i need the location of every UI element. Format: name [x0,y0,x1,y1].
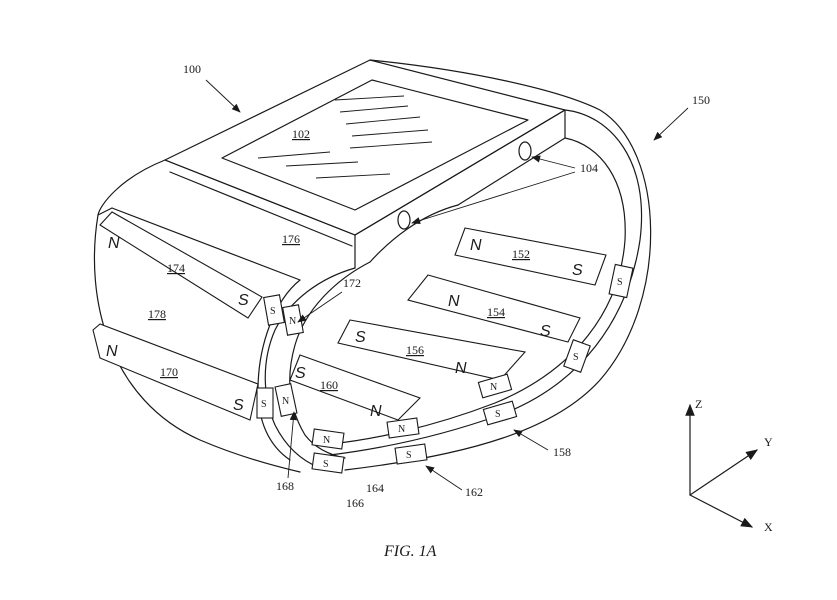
ref-152: 152 [512,247,530,261]
button-icon [518,141,532,161]
button-icon [397,210,411,230]
svg-text:N: N [490,382,497,393]
svg-text:S: S [238,292,249,309]
svg-text:N: N [282,396,289,407]
ref-178: 178 [148,307,166,321]
ref-166: 166 [346,496,364,510]
ref-170: 170 [160,365,178,379]
ref-158: 158 [553,445,571,459]
ref-102: 102 [292,127,310,141]
svg-text:S: S [495,409,501,420]
edge-magnets: S N S N N S N S N S S S [256,263,634,474]
svg-text:S: S [270,306,276,317]
ref-172: 172 [343,276,361,290]
svg-text:N: N [106,343,118,360]
ref-100: 100 [183,62,201,76]
svg-text:S: S [540,323,551,340]
ref-160: 160 [320,378,338,392]
svg-text:S: S [617,277,623,288]
svg-text:S: S [233,397,244,414]
svg-text:N: N [289,316,296,327]
figure-caption: FIG. 1A [383,543,437,560]
axis-x-label: X [764,520,773,534]
reference-labels: 100 102 104 150 152 154 156 160 158 162 … [148,62,710,510]
ref-164: 164 [366,481,384,495]
svg-text:N: N [323,435,330,446]
svg-text:N: N [455,360,467,377]
svg-text:S: S [573,352,579,363]
svg-text:N: N [370,403,382,420]
svg-text:N: N [448,293,460,310]
ref-168: 168 [276,479,294,493]
magnet-156: S N [337,319,527,381]
ref-150: 150 [692,93,710,107]
svg-text:S: S [295,365,306,382]
svg-text:N: N [470,237,482,254]
svg-text:S: S [323,459,329,470]
magnet-160: S N [289,354,422,421]
magnet-174: N S [99,211,263,319]
axis-z-label: Z [695,397,702,411]
svg-text:S: S [355,329,366,346]
ref-162: 162 [465,485,483,499]
axis-y-label: Y [764,435,773,449]
svg-text:S: S [406,450,412,461]
ref-104: 104 [580,161,598,175]
magnet-170: N S [92,323,259,421]
ref-156: 156 [406,343,424,357]
magnet-154: N S [407,274,581,343]
svg-text:S: S [572,262,583,279]
ref-176: 176 [282,232,300,246]
svg-text:N: N [108,235,120,252]
ref-174: 174 [167,261,185,275]
svg-text:N: N [398,424,405,435]
ref-154: 154 [487,305,505,319]
svg-text:S: S [261,399,267,410]
magnet-152: N S [454,227,607,286]
axis-triad: Z Y X [685,397,773,534]
